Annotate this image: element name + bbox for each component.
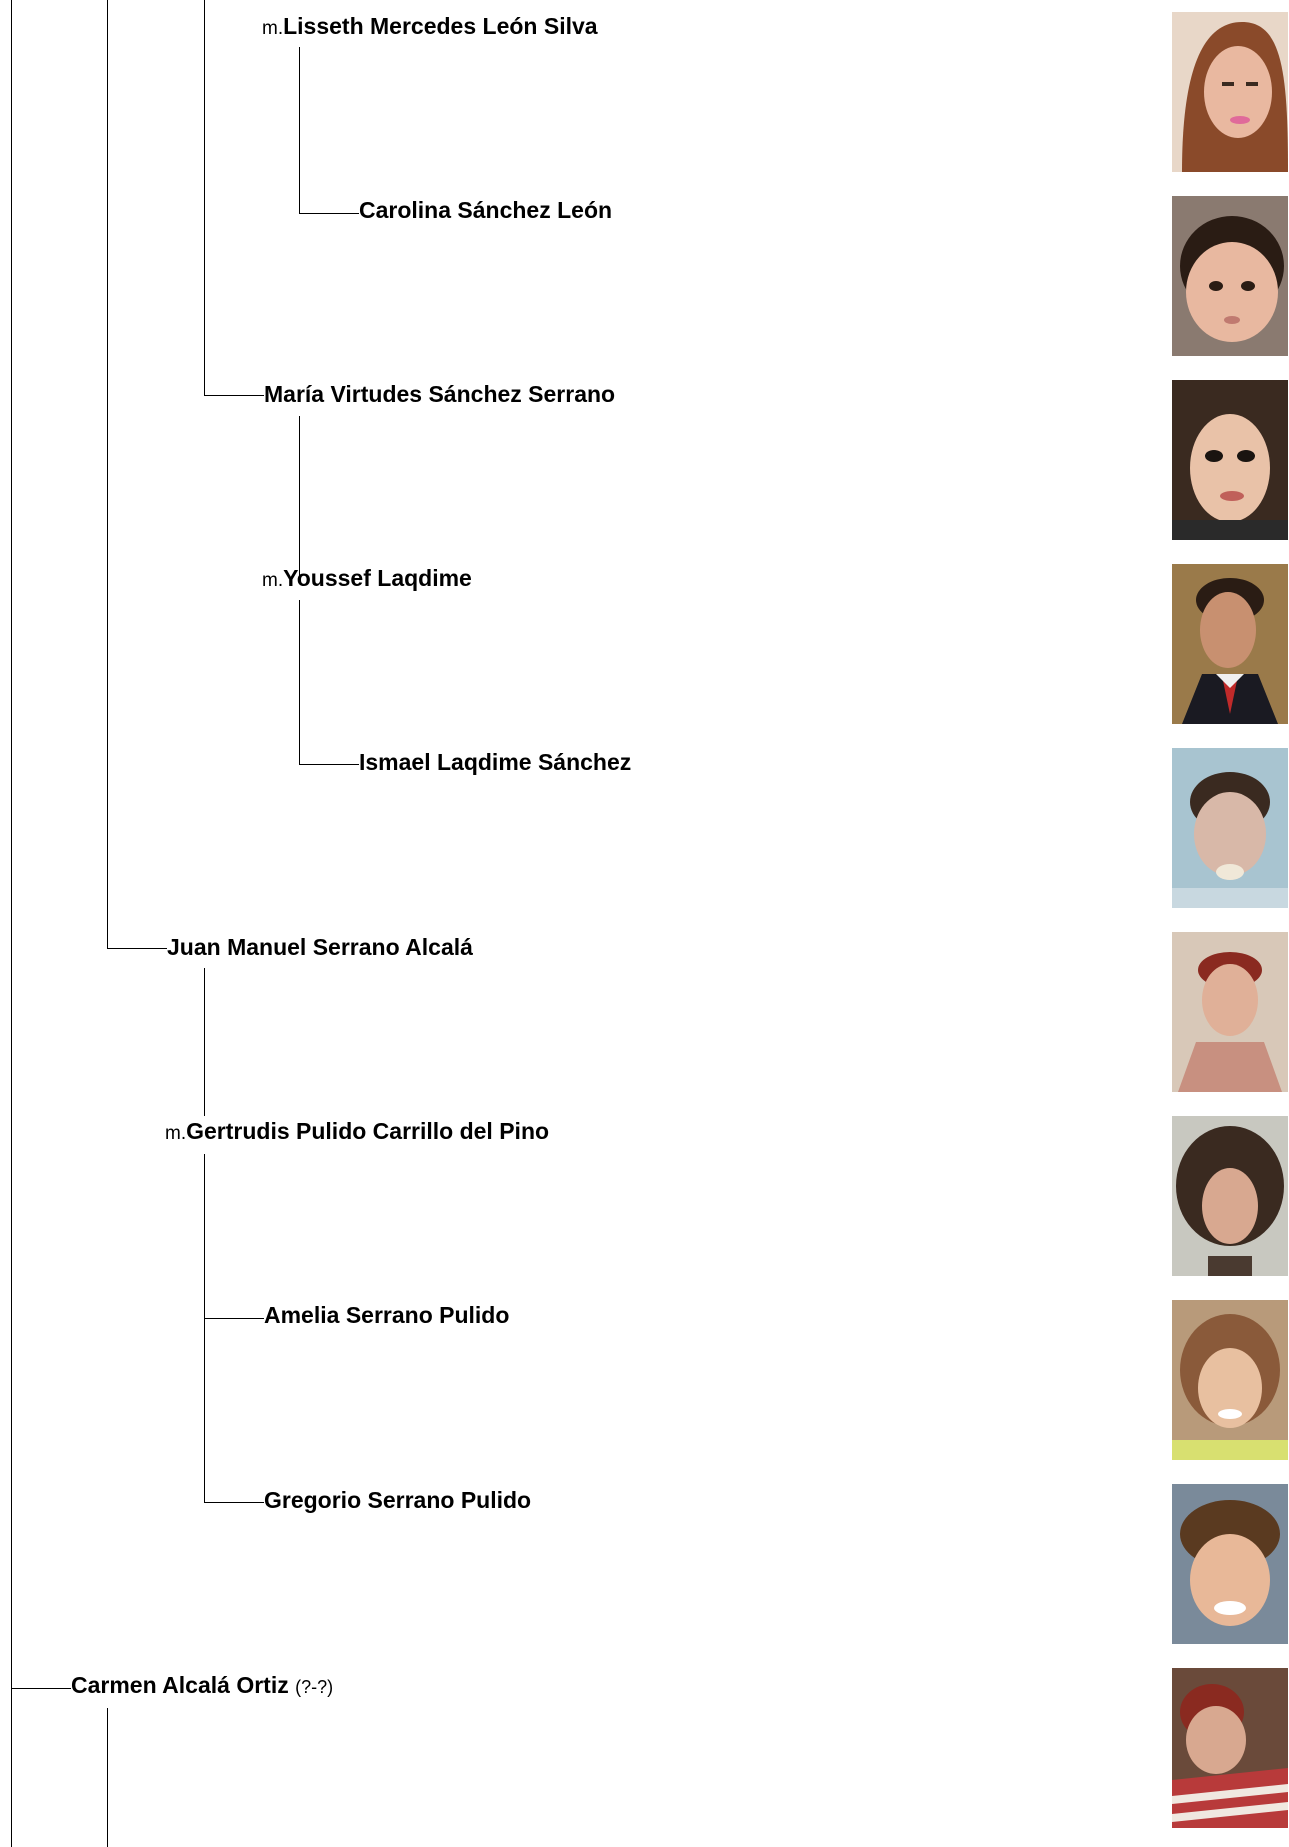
elderly-woman-portrait-photo[interactable]	[1172, 1668, 1288, 1828]
tree-line	[107, 0, 108, 948]
person-juan-manuel[interactable]: Juan Manuel Serrano Alcalá	[167, 934, 473, 960]
person-gertrudis-pulido[interactable]: m.Gertrudis Pulido Carrillo del Pino	[165, 1118, 549, 1147]
woman-portrait-photo[interactable]	[1172, 1116, 1288, 1276]
child-portrait-photo[interactable]	[1172, 1484, 1288, 1644]
tree-line	[299, 600, 300, 765]
baby-portrait-photo[interactable]	[1172, 196, 1288, 356]
woman-portrait-photo[interactable]	[1172, 12, 1288, 172]
person-gregorio-serrano[interactable]: Gregorio Serrano Pulido	[264, 1487, 531, 1513]
person-ismael-laqdime[interactable]: Ismael Laqdime Sánchez	[359, 749, 631, 775]
tree-line	[204, 1318, 264, 1319]
person-name: Amelia Serrano Pulido	[264, 1302, 510, 1328]
spouse-prefix: m.	[262, 570, 284, 591]
tree-line	[204, 968, 205, 1116]
tree-line	[299, 47, 300, 214]
person-name: Gregorio Serrano Pulido	[264, 1487, 532, 1513]
person-maria-virtudes[interactable]: María Virtudes Sánchez Serrano	[264, 381, 615, 407]
girl-portrait-photo[interactable]	[1172, 1300, 1288, 1460]
person-name: Gertrudis Pulido Carrillo del Pino	[186, 1118, 550, 1144]
person-carmen-alcala[interactable]: Carmen Alcalá Ortiz (?-?)	[71, 1672, 333, 1700]
tree-line	[299, 764, 359, 765]
tree-line	[204, 395, 264, 396]
person-carolina-sanchez[interactable]: Carolina Sánchez León	[359, 197, 612, 223]
person-lisseth-leon[interactable]: m.Lisseth Mercedes León Silva	[262, 13, 598, 42]
child-portrait-photo[interactable]	[1172, 748, 1288, 908]
tree-line	[107, 1708, 108, 1847]
tree-line	[204, 1154, 205, 1502]
person-name: Youssef Laqdime	[283, 565, 472, 591]
person-name: Carmen Alcalá Ortiz	[71, 1672, 289, 1698]
tree-line	[204, 1502, 264, 1503]
tree-line	[299, 416, 300, 580]
tree-line	[299, 213, 359, 214]
man-portrait-photo[interactable]	[1172, 932, 1288, 1092]
woman-portrait-photo[interactable]	[1172, 380, 1288, 540]
spouse-prefix: m.	[262, 18, 284, 39]
tree-line	[204, 0, 205, 395]
man-portrait-photo[interactable]	[1172, 564, 1288, 724]
person-amelia-serrano[interactable]: Amelia Serrano Pulido	[264, 1302, 509, 1328]
person-dates: (?-?)	[295, 1677, 334, 1697]
person-name: María Virtudes Sánchez Serrano	[264, 381, 616, 407]
person-name: Lisseth Mercedes León Silva	[283, 13, 598, 39]
person-name: Juan Manuel Serrano Alcalá	[167, 934, 473, 960]
tree-line	[11, 0, 12, 1847]
spouse-prefix: m.	[165, 1123, 187, 1144]
person-youssef-laqdime[interactable]: m.Youssef Laqdime	[262, 565, 472, 594]
tree-line	[107, 948, 167, 949]
person-name: Ismael Laqdime Sánchez	[359, 749, 632, 775]
tree-line	[11, 1688, 71, 1689]
person-name: Carolina Sánchez León	[359, 197, 613, 223]
